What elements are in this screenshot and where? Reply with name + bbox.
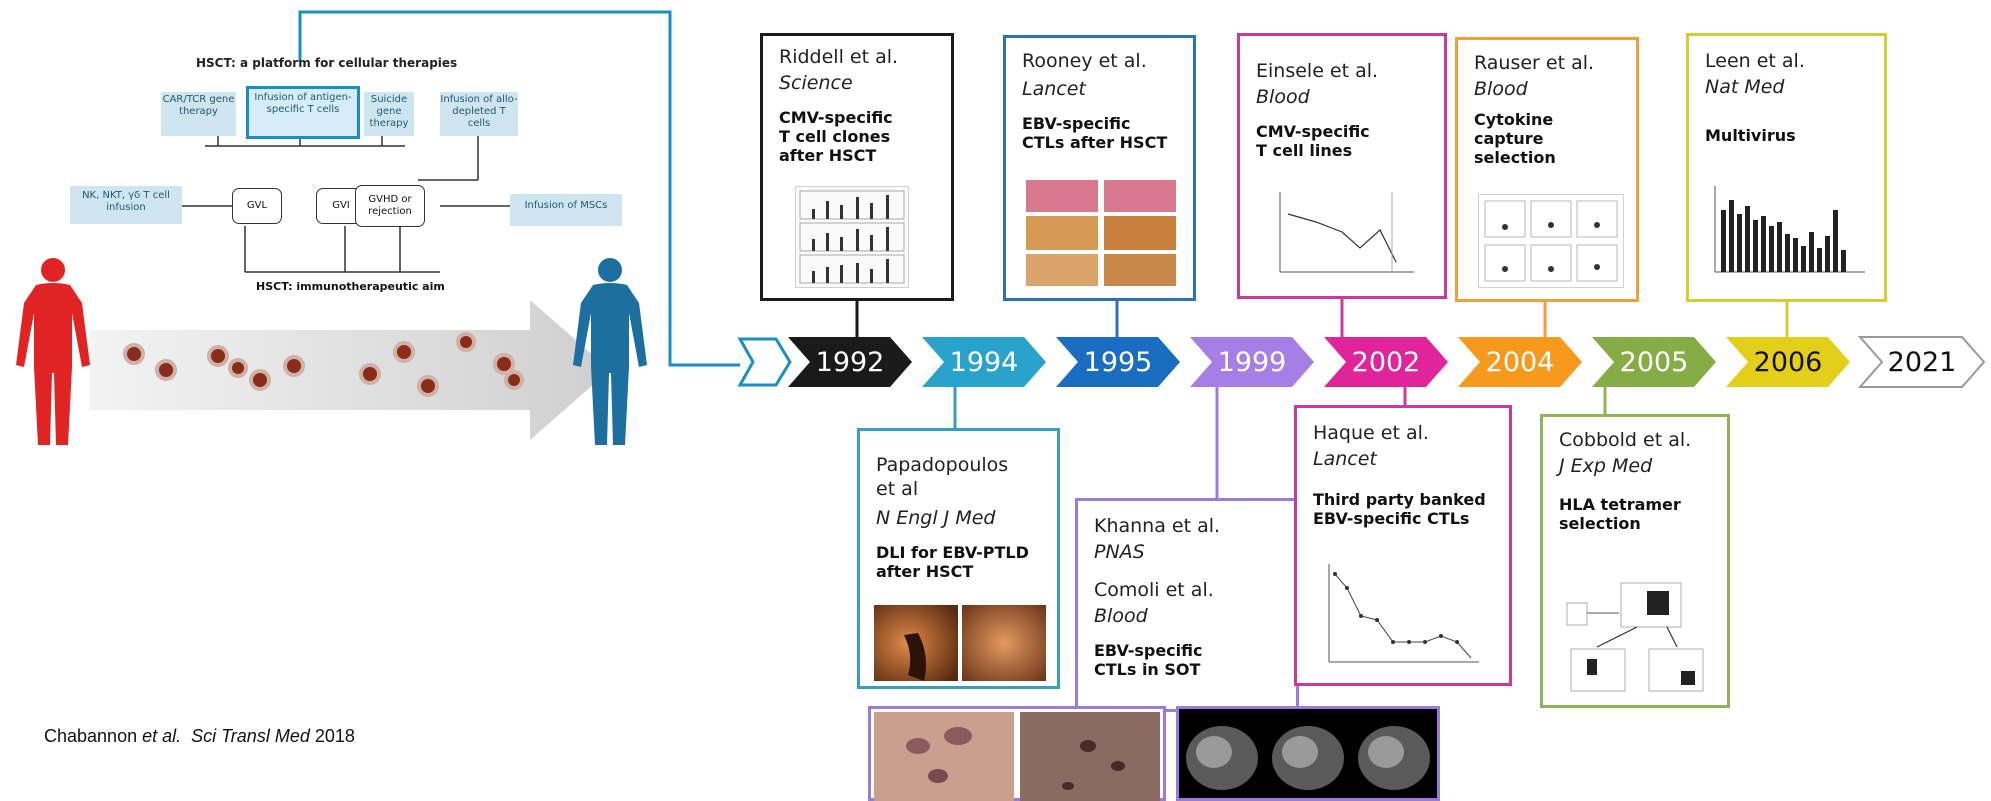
study-thumbnail [1264, 186, 1424, 286]
year-2005: 2005 [1592, 337, 1716, 387]
study-journal: Science [779, 72, 853, 94]
study-journal: Blood [1256, 86, 1310, 108]
study-description: CMV-specific T cell lines [1256, 122, 1370, 160]
study-card-1995: Rooney et al. Lancet EBV-specific CTLs a… [1003, 35, 1196, 301]
study-authors: Leen et al. [1705, 50, 1805, 72]
study-thumbnail [795, 186, 909, 288]
study-authors-2: Comoli et al. [1094, 579, 1214, 601]
study-authors: Cobbold et al. [1559, 429, 1691, 451]
study-description: Cytokine capture selection [1474, 110, 1556, 167]
study-journal: Blood [1474, 78, 1528, 100]
study-authors: Khanna et al. [1094, 515, 1220, 537]
ct-scan-images [1176, 706, 1440, 801]
study-description: Third party banked EBV-specific CTLs [1313, 490, 1486, 528]
year-1994: 1994 [922, 337, 1046, 387]
year-1995: 1995 [1056, 337, 1180, 387]
study-thumbnail [1557, 573, 1717, 697]
study-journal: Nat Med [1705, 76, 1785, 98]
skin-lesion-images [868, 706, 1166, 801]
study-card-2002: Haque et al. Lancet Third party banked E… [1294, 405, 1512, 686]
study-thumbnail [1478, 194, 1624, 288]
endoscopy-image [874, 605, 1046, 681]
study-journal: Lancet [1313, 448, 1377, 470]
study-authors: Haque et al. [1313, 422, 1429, 444]
study-journal-2: Blood [1094, 605, 1148, 627]
study-authors: Rooney et al. [1022, 50, 1147, 72]
study-journal: N Engl J Med [876, 507, 995, 529]
study-card-1992: Riddell et al. Science CMV-specific T ce… [760, 33, 954, 301]
histology-image [1026, 180, 1176, 286]
study-card-2006: Leen et al. Nat Med Multivirus [1686, 33, 1887, 302]
year-2002: 2002 [1324, 337, 1448, 387]
study-authors: Riddell et al. [779, 46, 898, 68]
year-2021: 2021 [1860, 337, 1984, 387]
study-journal: Lancet [1022, 78, 1086, 100]
study-description: Multivirus [1705, 126, 1796, 145]
study-card-1999-einsele: Einsele et al. Blood CMV-specific T cell… [1237, 33, 1447, 299]
study-description: DLI for EBV-PTLD after HSCT [876, 543, 1029, 581]
year-1992: 1992 [788, 337, 912, 387]
year-2004: 2004 [1458, 337, 1582, 387]
study-thumbnail [1705, 176, 1871, 284]
timeline-start-chevron [740, 339, 790, 385]
study-thumbnail [1317, 558, 1485, 676]
study-description: CMV-specific T cell clones after HSCT [779, 108, 893, 165]
study-authors: Papadopoulos et al [876, 453, 1008, 501]
year-2006: 2006 [1726, 337, 1850, 387]
study-authors: Rauser et al. [1474, 52, 1594, 74]
study-description: EBV-specific CTLs in SOT [1094, 641, 1202, 679]
study-card-2004: Rauser et al. Blood Cytokine capture sel… [1455, 37, 1639, 302]
study-description: EBV-specific CTLs after HSCT [1022, 114, 1167, 152]
study-card-2005: Cobbold et al. J Exp Med HLA tetramer se… [1540, 414, 1730, 708]
study-authors: Einsele et al. [1256, 60, 1378, 82]
study-description: HLA tetramer selection [1559, 495, 1681, 533]
study-card-1999-khanna-comoli: Khanna et al. PNAS Comoli et al. Blood E… [1075, 498, 1299, 712]
year-1999: 1999 [1190, 337, 1314, 387]
study-journal: J Exp Med [1559, 455, 1652, 477]
study-card-1994: Papadopoulos et al N Engl J Med DLI for … [857, 428, 1060, 689]
study-journal: PNAS [1094, 541, 1145, 563]
